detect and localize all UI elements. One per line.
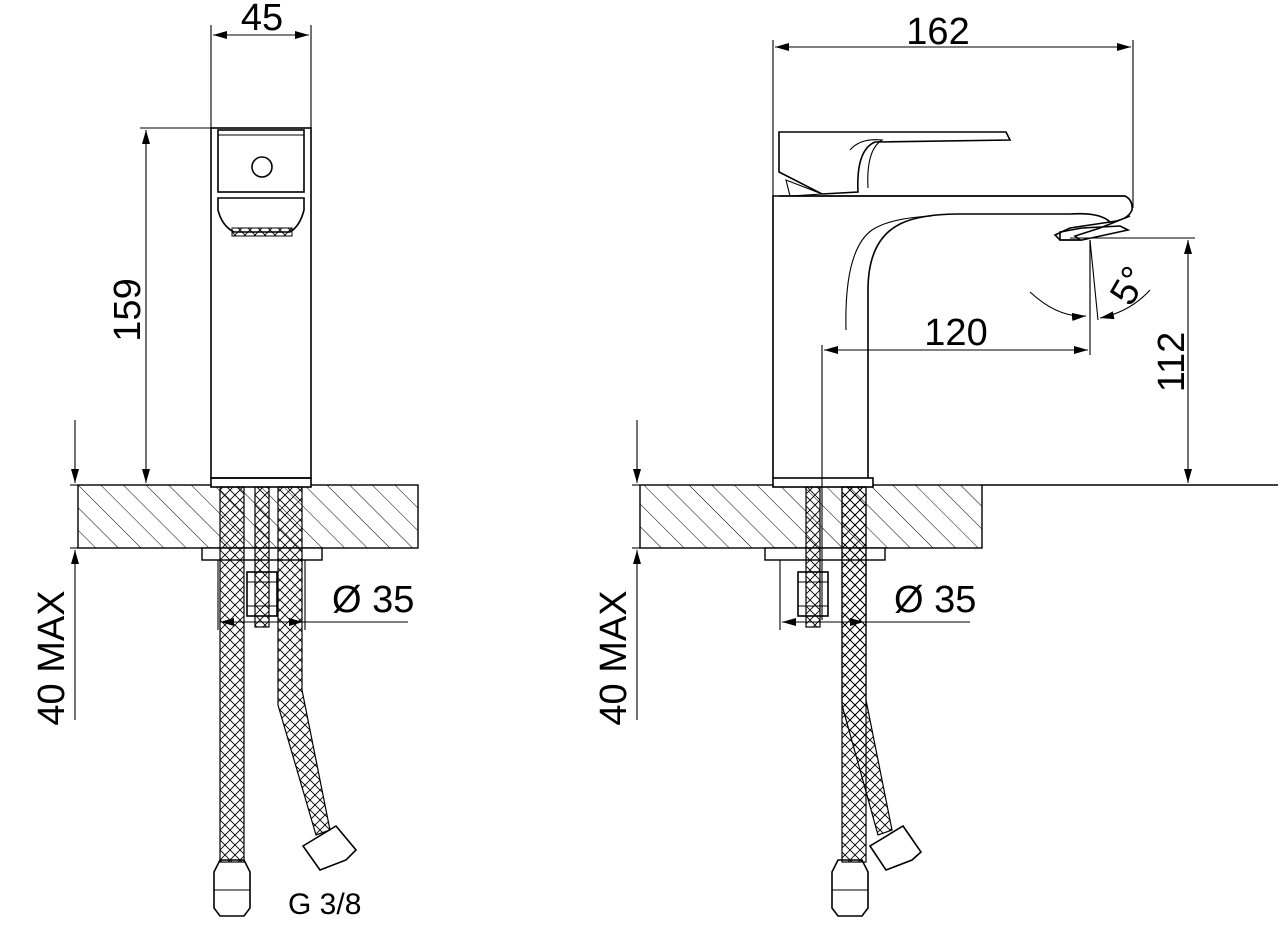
front-width-label: 45 xyxy=(241,0,283,39)
side-max-dimension: 40 MAX xyxy=(593,420,641,726)
thread-size-label: G 3/8 xyxy=(288,888,361,921)
front-height-dimension: 159 xyxy=(107,127,215,483)
front-view: 45 159 40 MAX Ø 35 G 3/8 xyxy=(31,0,419,921)
front-diameter-label: Ø 35 xyxy=(332,579,414,621)
side-angle-label: 5° xyxy=(1102,260,1157,312)
side-length-label: 162 xyxy=(906,11,969,53)
front-max-dimension: 40 MAX xyxy=(31,420,79,726)
front-diameter-dimension: Ø 35 xyxy=(217,560,414,630)
side-countertop xyxy=(639,477,1278,561)
side-spout-height-dimension: 112 xyxy=(1070,237,1195,483)
side-reach-label: 120 xyxy=(924,312,987,354)
front-max-label: 40 MAX xyxy=(31,590,73,725)
front-width-dimension: 45 xyxy=(210,0,312,128)
front-hoses xyxy=(213,486,358,917)
front-tap-body xyxy=(210,127,312,479)
side-hoses xyxy=(797,486,923,917)
side-diameter-dimension: Ø 35 xyxy=(779,560,976,630)
side-length-dimension: 162 xyxy=(772,11,1134,478)
side-angle-dimension: 5° xyxy=(1029,239,1157,321)
side-diameter-label: Ø 35 xyxy=(894,579,976,621)
front-height-label: 159 xyxy=(107,278,149,341)
front-countertop xyxy=(77,477,419,561)
side-view: 162 120 112 5° 40 MAX xyxy=(593,11,1278,917)
side-max-label: 40 MAX xyxy=(593,590,635,725)
side-tap-body xyxy=(772,131,1133,478)
side-spout-height-label: 112 xyxy=(1151,332,1193,393)
